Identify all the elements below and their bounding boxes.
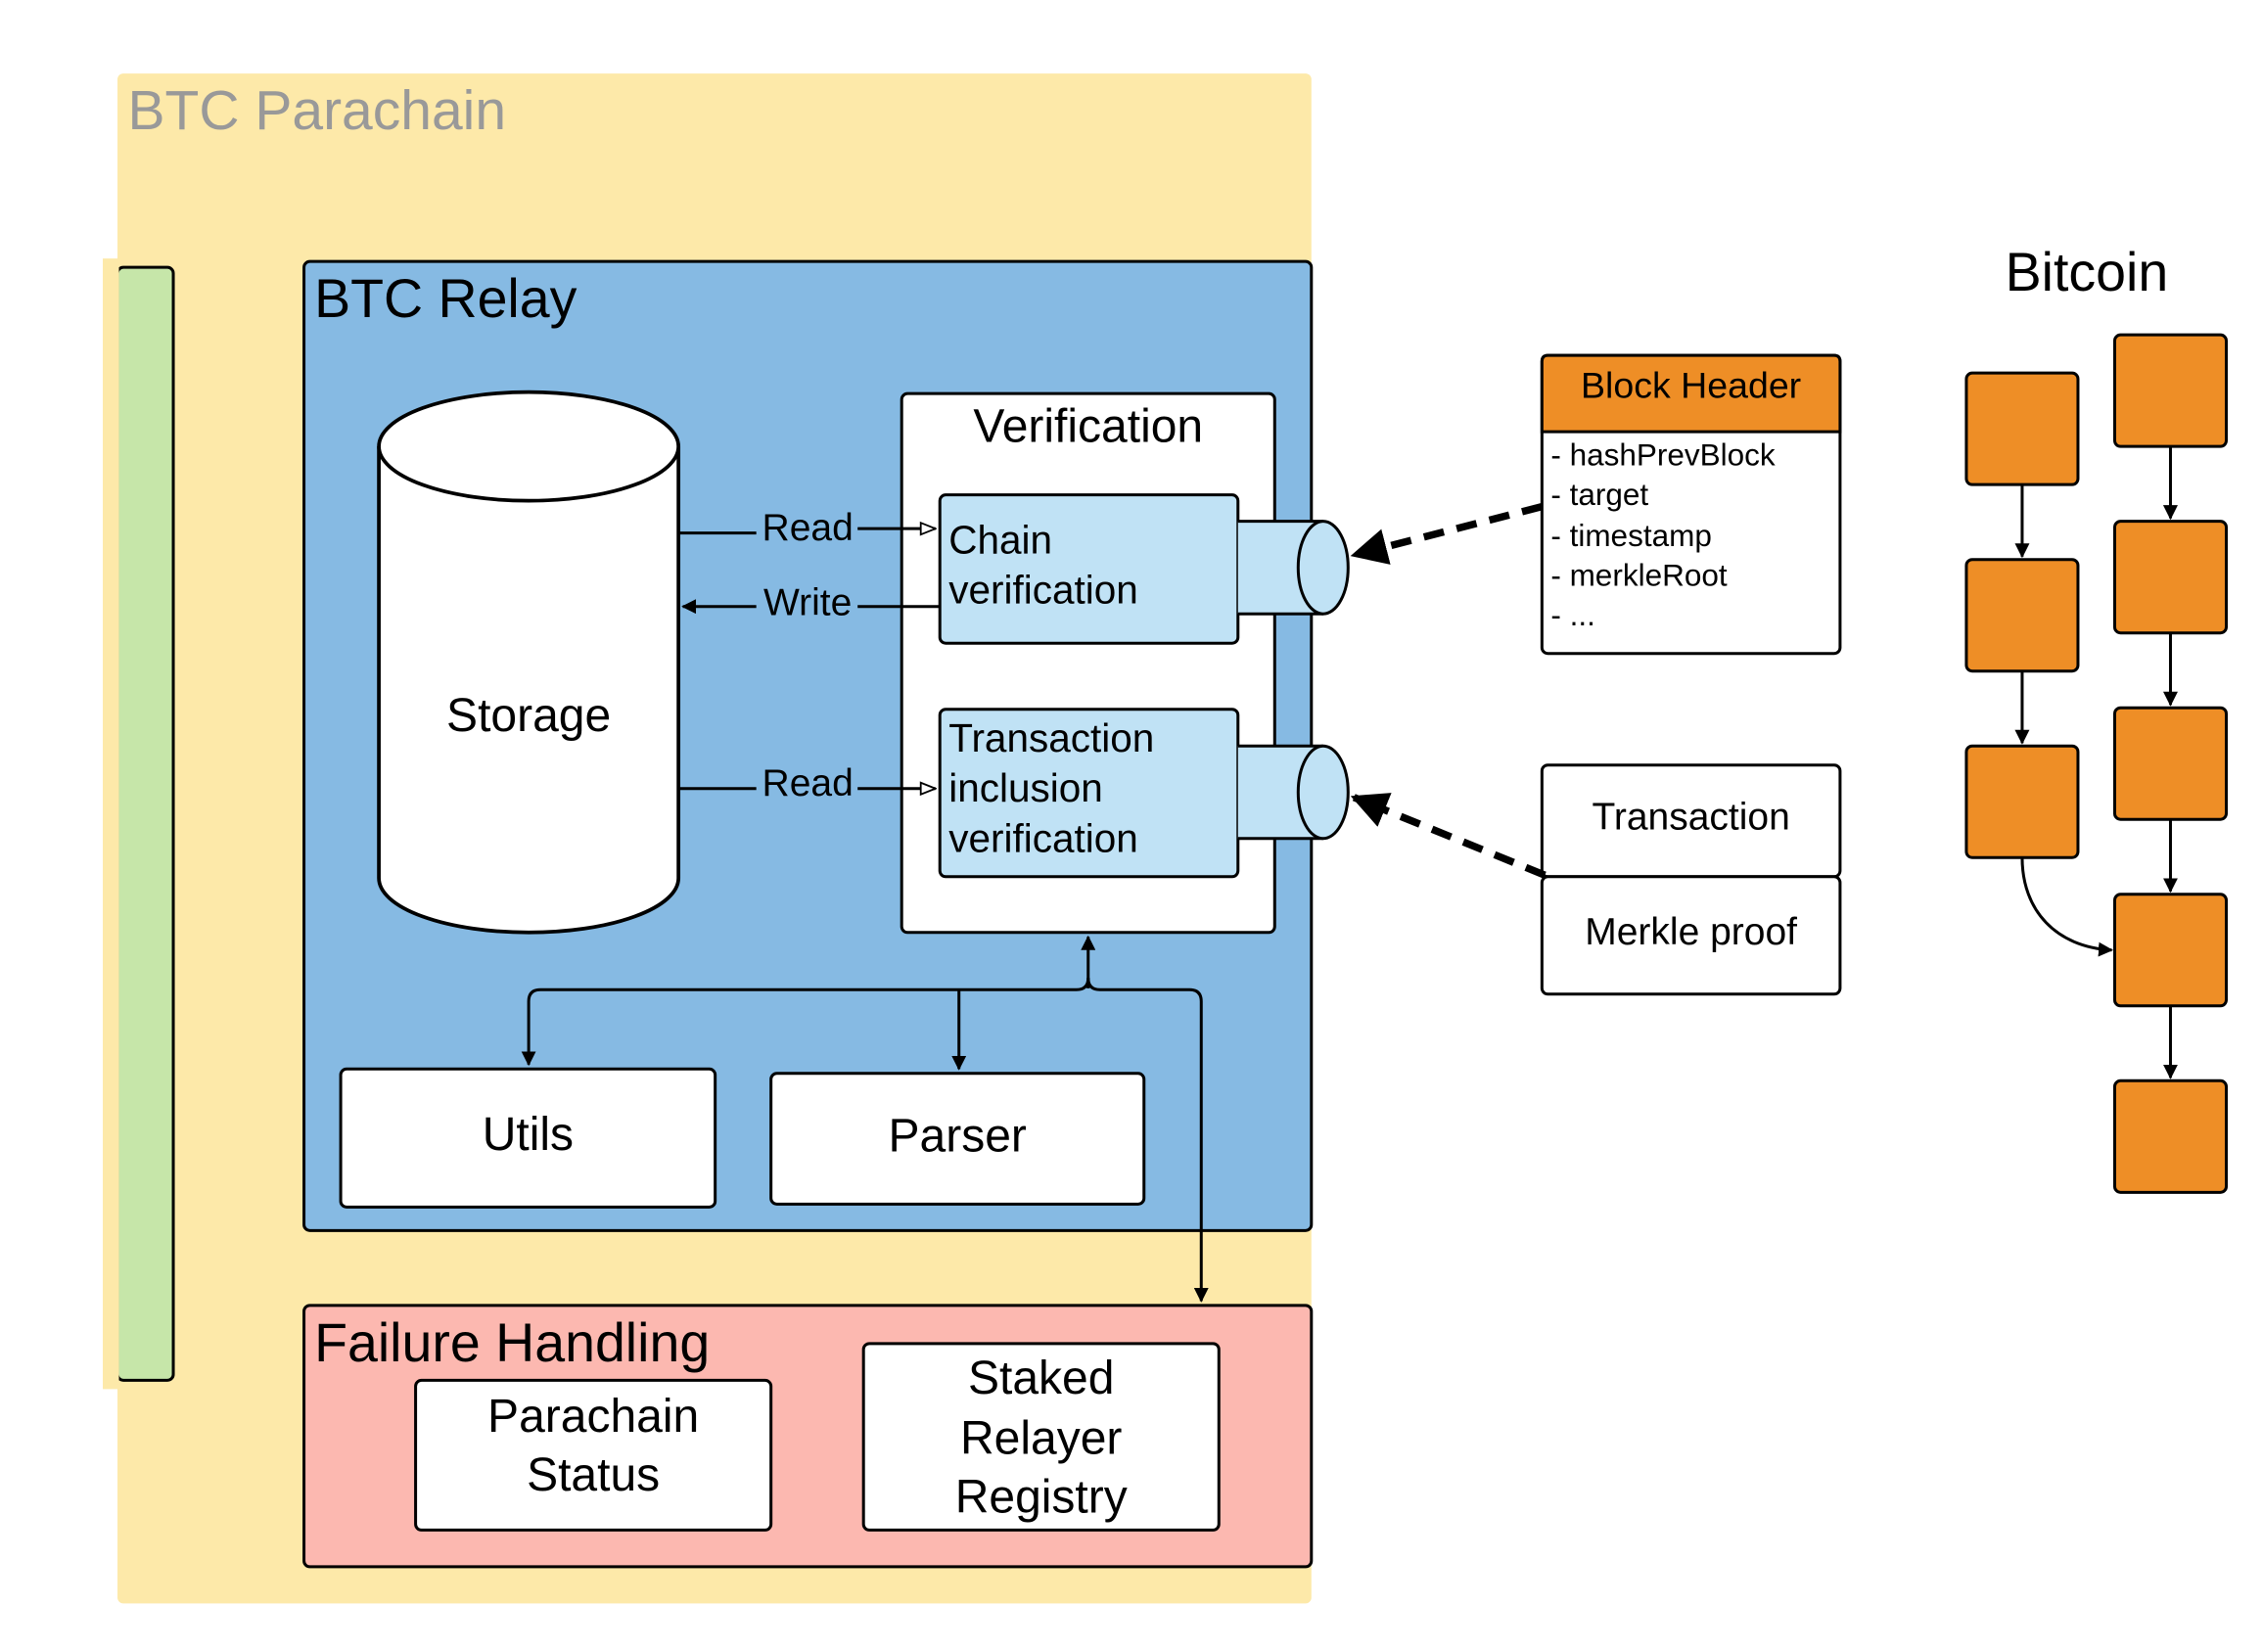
merkle-proof-label: Merkle proof	[1585, 911, 1797, 953]
parachain-status-line-2: Status	[527, 1449, 660, 1501]
bitcoin-block	[2112, 893, 2228, 1008]
bitcoin-block	[2112, 706, 2228, 821]
transaction-label: Transaction	[1592, 797, 1789, 839]
block-header-field: - timestamp	[1550, 518, 1712, 553]
block-header-field: - ...	[1550, 597, 1595, 632]
tx-verification-line-1: Transaction	[948, 715, 1154, 760]
relayer-registry-line-2: Relayer	[960, 1412, 1122, 1464]
tx-interface-tube	[1237, 744, 1350, 841]
utils-label: Utils	[483, 1109, 574, 1161]
chain-interface-tube	[1237, 520, 1350, 616]
side-panel-cover	[103, 258, 119, 1390]
bitcoin-block	[2112, 333, 2228, 448]
bitcoin-block	[1964, 744, 2080, 859]
relay-title: BTC Relay	[314, 268, 577, 329]
bitcoin-links	[2014, 446, 2178, 1079]
parachain-title: BTC Parachain	[128, 79, 507, 142]
read-label-tx: Read	[762, 762, 854, 804]
relayer-registry-line-3: Registry	[955, 1471, 1128, 1523]
parachain-status-line-1: Parachain	[487, 1391, 699, 1443]
chain-verification-line-2: verification	[948, 568, 1138, 613]
bitcoin-block	[2112, 520, 2228, 635]
tx-proof-submit-arrow	[1350, 793, 1547, 879]
read-edge-chain	[678, 528, 936, 533]
relayer-registry-box	[861, 1342, 1221, 1532]
parachain-status-box	[414, 1378, 773, 1532]
write-label: Write	[763, 582, 852, 624]
block-header-submit-arrow	[1350, 503, 1544, 565]
verification-title: Verification	[973, 401, 1203, 453]
storage-cylinder	[377, 390, 681, 935]
bitcoin-block	[2112, 1078, 2228, 1194]
bitcoin-block	[1964, 558, 2080, 673]
tx-verification-line-2: inclusion	[948, 765, 1103, 810]
verification-dependency-edges	[521, 935, 1209, 1303]
block-header-title: Block Header	[1581, 365, 1801, 406]
block-header-field: - target	[1550, 477, 1648, 512]
bitcoin-block	[1964, 371, 2080, 486]
parser-label: Parser	[889, 1110, 1027, 1162]
failure-handling-title: Failure Handling	[314, 1312, 710, 1373]
tx-verification-line-3: verification	[948, 815, 1138, 860]
bitcoin-title: Bitcoin	[2006, 242, 2169, 302]
relayer-registry-line-1: Staked	[968, 1353, 1114, 1404]
read-label-chain: Read	[762, 507, 854, 549]
parser-box	[769, 1072, 1146, 1206]
block-header-title-bar	[1540, 353, 1842, 434]
side-panel	[115, 265, 175, 1382]
merkle-proof-card	[1540, 875, 1842, 996]
chain-verification-line-1: Chain	[948, 518, 1052, 563]
block-header-field: - hashPrevBlock	[1550, 437, 1776, 473]
block-header-field: - merkleRoot	[1550, 558, 1728, 593]
utils-box	[339, 1067, 717, 1209]
storage-label: Storage	[446, 690, 611, 742]
bitcoin-blocks	[1964, 333, 2228, 1194]
